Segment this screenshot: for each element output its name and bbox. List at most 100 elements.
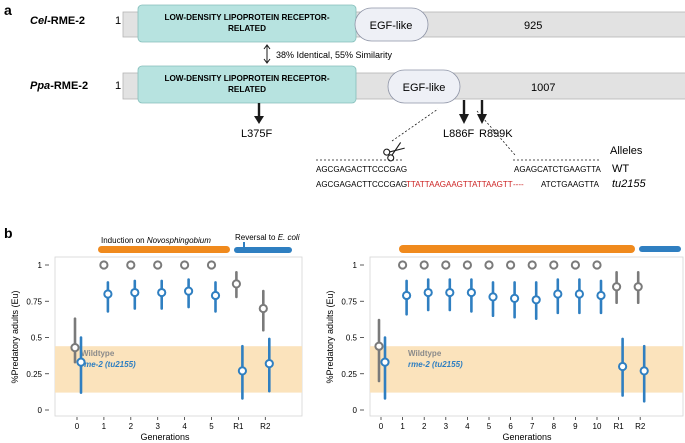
wt-label: WT [612,163,629,175]
x-tick-label: 0 [75,422,80,431]
ppa-end: 1007 [531,82,555,94]
y-axis-label: %Predatory adults (Eu) [10,290,20,383]
cel-egf-label: EGF-like [370,20,413,32]
mutation-l375f: L375F [241,128,272,140]
wildtype-point [484,260,494,270]
x-tick-label: 1 [400,422,405,431]
x-tick-label: R1 [233,422,244,431]
wildtype-point [70,343,80,353]
mut-seq-left: AGCGAGACTTCCCGAG [316,180,407,189]
x-tick-label: 2 [129,422,134,431]
cel-rme2-protein: Cel-RME-2 1 LOW-DENSITY LIPOPROTEIN RECE… [30,4,685,43]
x-tick-label: 1 [102,422,107,431]
x-tick-label: 6 [508,422,513,431]
rme2-point [264,359,274,369]
x-tick-label: 8 [552,422,557,431]
rme2-point [157,287,167,298]
wildtype-point [592,260,602,270]
x-axis-label: Generations [502,432,552,442]
rme2-point [402,290,412,301]
rme2-point [103,289,113,299]
x-tick-label: R1 [613,422,624,431]
ppa-ldlr-line1: LOW-DENSITY LIPOPROTEIN RECEPTOR- [164,74,329,83]
mutation-markers: L375F L886F R899K [241,100,513,140]
panel-b-label: b [4,225,13,241]
ppa-ldlr-line2: RELATED [228,85,266,94]
x-tick-label: 2 [422,422,427,431]
ppa-name-rest: -RME-2 [50,80,88,92]
mut-label: tu2155 [612,178,647,190]
alleles-block: Alleles AGCGAGACTTCCCGAG AGAGCATCTGAAGTT… [316,145,647,190]
y-axis-label: %Predatory adults (Eu) [325,290,335,383]
cel-egf-domain [354,7,429,42]
rme2-point [237,366,247,376]
induction-label: Induction on Novosphingobium [101,236,211,245]
chart-left: %Predatory adults (Eu) Generations Wildt… [10,256,303,442]
y-tick-label: 0 [353,406,358,415]
rme2-point [509,293,520,303]
rme2-point [380,357,390,367]
x-tick-label: 3 [155,422,160,431]
y-tick-label: 0 [38,406,43,415]
y-tick-label: 0.5 [346,334,358,343]
y-tick-label: 1 [38,261,43,270]
identity-annotation: 38% Identical, 55% Similarity [263,44,393,64]
wildtype-point [258,303,268,314]
rme2-point [445,287,455,298]
legend-wildtype: Wildtype [81,349,115,358]
wt-seq-right: AGAGCATCTGAAGTTA [514,165,601,174]
scissors-icon [383,142,405,162]
legend-wildtype: Wildtype [408,349,442,358]
ppa-egf-domain [387,69,461,104]
ppa-rme2-protein: Ppa-RME-2 1 LOW-DENSITY LIPOPROTEIN RECE… [30,65,685,104]
x-tick-label: 5 [209,422,214,431]
rme2-point [466,287,476,298]
y-tick-label: 1 [353,261,358,270]
mut-seq-deletion: ---- [513,180,524,189]
x-tick-label: 7 [530,422,535,431]
ppa-egf-label: EGF-like [403,82,446,94]
wildtype-point [398,260,408,270]
rme2-point [184,286,194,296]
wildtype-point [126,260,136,270]
y-tick-label: 0.25 [341,370,357,379]
cel-name-italic: Cel [30,15,48,27]
mut-seq-right: ATCTGAAGTTA [541,180,600,189]
wildtype-point [549,260,559,270]
rme2-point [618,361,628,372]
rme2-point [531,295,541,305]
wildtype-point [419,260,429,270]
wildtype-point [180,260,190,270]
induction-bar-right [399,245,635,253]
mutation-r899k: R899K [479,128,513,140]
alleles-header: Alleles [610,145,643,157]
x-tick-label: R2 [260,422,271,431]
legend-rme2: rme-2 (tu2155) [408,360,463,369]
y-tick-label: 0.25 [26,370,42,379]
cel-name-rest: -RME-2 [47,15,85,27]
legend-rme2: rme-2 (tu2155) [81,360,136,369]
wildtype-point [506,260,516,270]
wildtype-point [153,260,163,270]
x-axis-label: Generations [140,432,190,442]
reversal-bar-left [234,247,292,253]
arrow-down-icon [459,114,469,124]
x-tick-label: 4 [182,422,187,431]
wildtype-range-band [55,346,302,393]
arrow-down-icon [254,116,264,124]
induction-bar-left [98,246,230,253]
wildtype-point [633,282,643,292]
rme2-point [130,287,140,298]
zoom-guides [383,108,516,162]
panel-a-label: a [4,2,12,18]
x-tick-label: 4 [465,422,470,431]
rme2-point [639,366,649,376]
wildtype-point [527,260,537,270]
ppa-ldlr-domain [137,65,357,104]
rme2-point [596,290,606,301]
mutation-l886f: L886F [443,128,474,140]
cel-ldlr-line1: LOW-DENSITY LIPOPROTEIN RECEPTOR- [164,13,329,22]
wildtype-point [99,260,109,270]
condition-bars: Induction on Novosphingobium Reversal to… [98,233,681,253]
